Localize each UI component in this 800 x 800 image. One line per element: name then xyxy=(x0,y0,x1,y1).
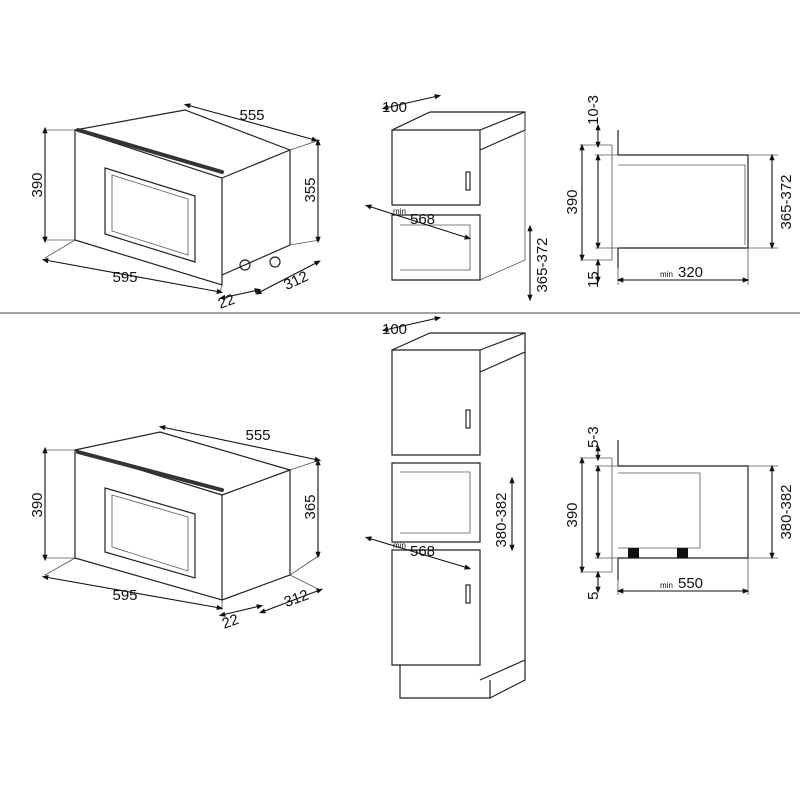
top-section-niche-label: 365-372 xyxy=(778,174,795,229)
top-oven-offset-label: 22 xyxy=(216,291,237,313)
bottom-oven-body-height-label: 365 xyxy=(302,494,319,519)
bottom-oven-drawing xyxy=(41,425,324,617)
top-oven-depth-label: 555 xyxy=(239,107,264,124)
top-oven-width-label: 595 xyxy=(112,269,137,286)
bottom-cabinet-depth-label: 568 xyxy=(410,543,435,560)
top-section-depth-label: 320 xyxy=(678,264,703,281)
top-oven-side-depth-label: 312 xyxy=(281,268,311,294)
top-cabinet-gap-label: 100 xyxy=(382,99,407,116)
bottom-oven-side-depth-label: 312 xyxy=(282,587,311,612)
top-section-bottom-gap-label: 15 xyxy=(585,271,602,288)
bottom-oven-width-label: 595 xyxy=(112,587,137,604)
bottom-section-niche-label: 380-382 xyxy=(778,484,795,539)
bottom-section-min-label: min xyxy=(660,581,673,590)
top-oven-height-label: 390 xyxy=(29,172,46,197)
top-section-height-label: 390 xyxy=(564,189,581,214)
top-cabinet-depth-label: 568 xyxy=(410,211,435,228)
top-cabinet-niche-label: 365-372 xyxy=(534,237,551,292)
bottom-cabinet-gap-label: 100 xyxy=(382,321,407,338)
top-oven-drawing xyxy=(41,103,321,300)
bottom-cabinet-drawing xyxy=(364,316,526,699)
bottom-section-top-gap-label: 5-3 xyxy=(585,426,602,448)
bottom-oven-height-label: 390 xyxy=(29,492,46,517)
top-section-drawing xyxy=(579,123,778,285)
bottom-section-depth-label: 550 xyxy=(678,575,703,592)
bottom-oven-offset-label: 22 xyxy=(220,611,241,633)
bottom-section-drawing xyxy=(579,440,778,595)
top-section-top-gap-label: 10-3 xyxy=(585,95,602,125)
top-section-min-label: min xyxy=(660,270,673,279)
top-cabinet-drawing xyxy=(364,94,533,302)
top-cabinet-min-label: min xyxy=(393,207,406,216)
bottom-section-bottom-gap-label: 5 xyxy=(585,592,602,600)
bottom-cabinet-niche-label: 380-382 xyxy=(493,492,510,547)
bottom-section-height-label: 390 xyxy=(564,502,581,527)
bottom-oven-depth-label: 555 xyxy=(245,427,270,444)
top-oven-body-height-label: 355 xyxy=(302,177,319,202)
bottom-cabinet-min-label: min xyxy=(393,541,406,550)
